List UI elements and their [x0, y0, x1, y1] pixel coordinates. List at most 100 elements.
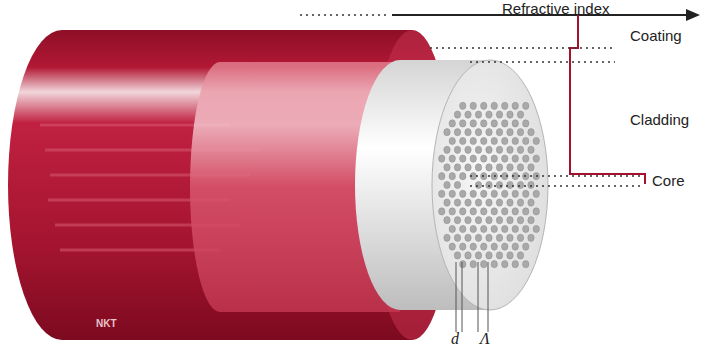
air-hole: [517, 146, 523, 153]
air-hole: [512, 225, 518, 232]
air-hole: [491, 208, 497, 215]
air-hole: [460, 120, 466, 127]
air-hole: [502, 120, 508, 127]
air-hole: [491, 190, 497, 197]
air-hole: [517, 217, 523, 224]
air-hole: [507, 252, 513, 259]
air-hole: [475, 181, 481, 188]
air-hole: [465, 164, 471, 171]
layer-label: Core: [652, 173, 685, 190]
air-hole: [444, 129, 450, 136]
air-hole: [475, 164, 481, 171]
air-hole: [502, 208, 508, 215]
air-hole: [444, 164, 450, 171]
air-hole: [486, 252, 492, 259]
air-hole: [491, 102, 497, 109]
air-hole: [481, 102, 487, 109]
air-hole: [481, 243, 487, 250]
air-hole: [439, 173, 445, 180]
air-hole: [502, 155, 508, 162]
air-hole: [523, 120, 529, 127]
air-hole: [475, 234, 481, 241]
air-hole: [528, 146, 534, 153]
air-hole: [496, 146, 502, 153]
air-hole: [523, 225, 529, 232]
air-hole: [507, 111, 513, 118]
air-hole: [481, 155, 487, 162]
air-hole: [491, 155, 497, 162]
air-hole: [491, 243, 497, 250]
air-hole: [486, 217, 492, 224]
air-hole: [507, 199, 513, 206]
air-hole: [481, 137, 487, 144]
air-hole: [502, 102, 508, 109]
layer-label: Cladding: [630, 112, 689, 129]
air-hole: [454, 217, 460, 224]
axis-arrowhead: [686, 9, 700, 21]
air-hole: [465, 199, 471, 206]
air-hole: [470, 137, 476, 144]
air-hole: [444, 217, 450, 224]
air-hole: [481, 225, 487, 232]
air-hole: [528, 164, 534, 171]
air-hole: [439, 190, 445, 197]
air-hole: [470, 120, 476, 127]
air-hole: [475, 252, 481, 259]
air-hole: [444, 199, 450, 206]
air-hole: [523, 155, 529, 162]
air-hole: [460, 208, 466, 215]
air-hole: [460, 243, 466, 250]
air-hole: [465, 217, 471, 224]
dimension-label: Λ: [480, 330, 490, 348]
air-hole: [470, 190, 476, 197]
air-hole: [496, 252, 502, 259]
air-hole: [502, 137, 508, 144]
air-hole: [470, 243, 476, 250]
air-hole: [439, 155, 445, 162]
air-hole: [486, 111, 492, 118]
air-hole: [460, 190, 466, 197]
air-hole: [491, 137, 497, 144]
air-hole: [507, 234, 513, 241]
air-hole: [449, 120, 455, 127]
air-hole: [460, 155, 466, 162]
air-hole: [528, 217, 534, 224]
air-hole: [449, 225, 455, 232]
air-hole: [512, 102, 518, 109]
air-hole: [507, 129, 513, 136]
air-hole: [486, 146, 492, 153]
air-hole: [481, 120, 487, 127]
air-hole: [460, 102, 466, 109]
air-hole: [512, 155, 518, 162]
air-hole: [454, 129, 460, 136]
air-hole: [465, 234, 471, 241]
air-hole: [528, 129, 534, 136]
air-hole: [481, 190, 487, 197]
air-hole: [502, 261, 508, 268]
air-hole: [517, 234, 523, 241]
air-hole: [491, 261, 497, 268]
air-hole: [496, 181, 502, 188]
air-hole: [512, 137, 518, 144]
air-holes: [439, 102, 540, 268]
air-hole: [470, 208, 476, 215]
air-hole: [470, 155, 476, 162]
air-hole: [475, 146, 481, 153]
air-hole: [517, 252, 523, 259]
air-hole: [460, 173, 466, 180]
air-hole: [533, 137, 539, 144]
air-hole: [454, 181, 460, 188]
air-hole: [496, 234, 502, 241]
air-hole: [523, 243, 529, 250]
air-hole: [517, 199, 523, 206]
air-hole: [533, 190, 539, 197]
air-hole: [528, 181, 534, 188]
air-hole: [523, 261, 529, 268]
air-hole: [507, 146, 513, 153]
air-hole: [460, 261, 466, 268]
air-hole: [486, 164, 492, 171]
air-hole: [465, 129, 471, 136]
air-hole: [512, 243, 518, 250]
air-hole: [496, 217, 502, 224]
